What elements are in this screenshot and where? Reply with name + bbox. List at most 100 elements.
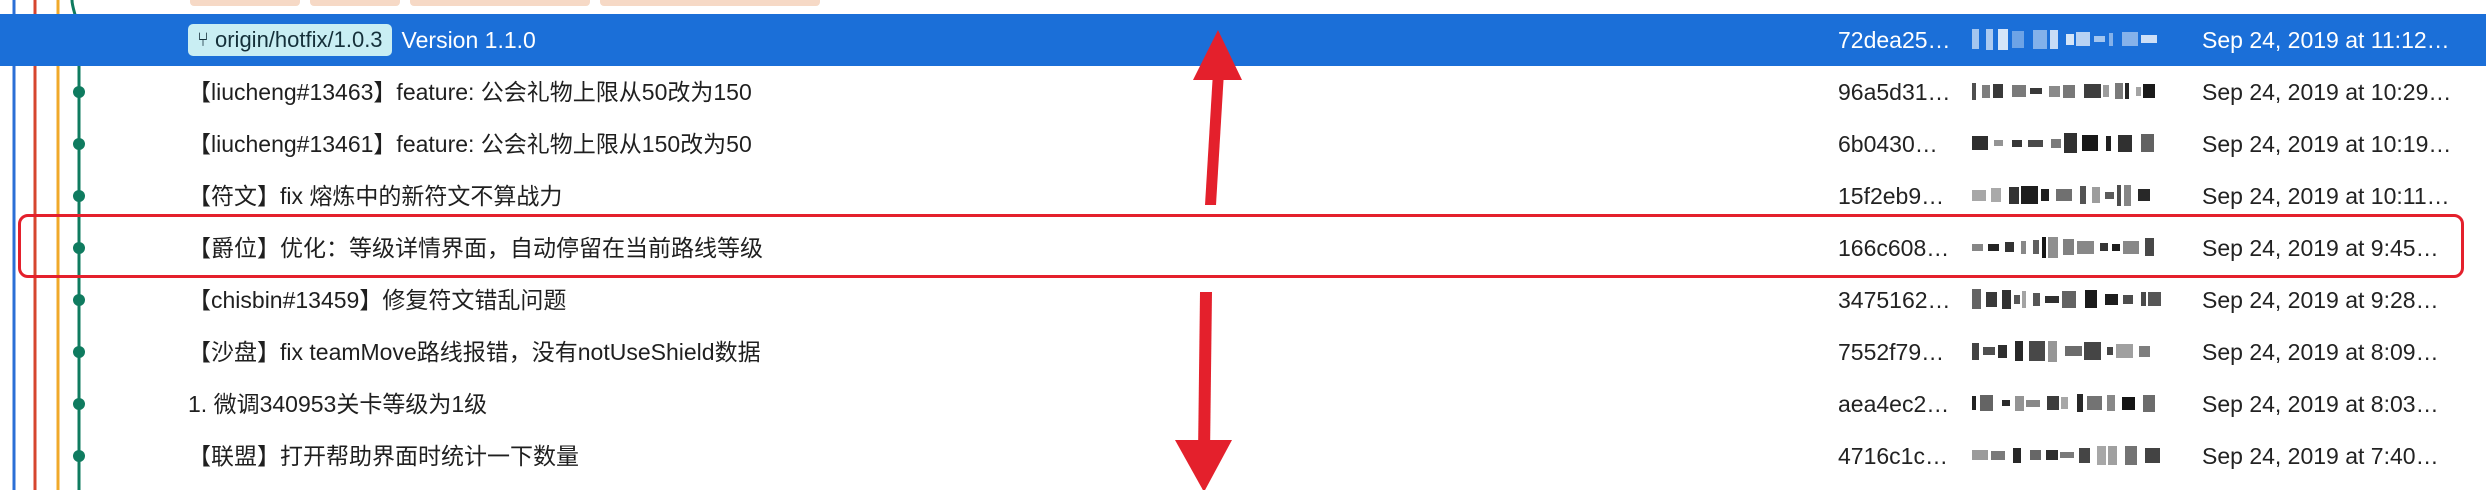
redaction-block bbox=[2002, 400, 2010, 406]
commit-date: Sep 24, 2019 at 8:09… bbox=[2202, 339, 2439, 365]
graph-node bbox=[73, 450, 85, 462]
redaction-block bbox=[2123, 294, 2133, 304]
redaction-block bbox=[1972, 243, 1983, 251]
redaction-block bbox=[2061, 397, 2068, 409]
commit-subject: 【liucheng#13461】feature: 公会礼物上限从150改为50 bbox=[188, 118, 752, 170]
redaction-block bbox=[2028, 139, 2043, 147]
redaction-block bbox=[2022, 290, 2026, 308]
commit-date: Sep 24, 2019 at 10:11… bbox=[2202, 183, 2450, 209]
commit-hash: 6b0430… bbox=[1838, 131, 1938, 157]
redaction-block bbox=[2125, 83, 2129, 99]
redaction-block bbox=[2026, 399, 2040, 407]
commit-hash: 166c608… bbox=[1838, 235, 1950, 261]
redaction-block bbox=[2048, 236, 2058, 258]
commit-row[interactable]: ⑂ origin/hotfix/1.0.3 Version 1.1.0 72dea25… bbox=[0, 14, 2486, 66]
author-redacted bbox=[1972, 28, 2162, 52]
redaction-block bbox=[2015, 341, 2023, 361]
redaction-block bbox=[2148, 292, 2161, 306]
branch-chip-partial bbox=[600, 0, 820, 6]
redaction-block bbox=[1972, 189, 1986, 201]
graph-node bbox=[73, 346, 85, 358]
commit-row[interactable]: 【liucheng#13461】feature: 公会礼物上限从150改为50 6… bbox=[0, 118, 2486, 170]
commit-message: 【chisbin#13459】修复符文错乱问题 bbox=[188, 287, 567, 313]
redaction-block bbox=[2124, 184, 2131, 206]
branch-tag-label: origin/hotfix/1.0.3 bbox=[215, 27, 383, 52]
commit-message: 【爵位】优化：等级详情界面，自动停留在当前路线等级 bbox=[188, 235, 763, 261]
redaction-block bbox=[1991, 188, 2001, 202]
graph-node bbox=[73, 190, 85, 202]
redaction-block bbox=[2117, 184, 2121, 206]
commit-list: ⑂ origin/hotfix/1.0.3 Version 1.1.0 72dea25… bbox=[0, 14, 2486, 482]
redaction-block bbox=[1988, 243, 1999, 251]
redaction-block bbox=[1972, 450, 1988, 460]
commit-row[interactable]: 【沙盘】fix teamMove路线报错，没有notUseShield数据 755… bbox=[0, 326, 2486, 378]
redaction-block bbox=[1972, 396, 1976, 410]
branch-tag[interactable]: ⑂ origin/hotfix/1.0.3 bbox=[188, 24, 392, 56]
redaction-block bbox=[2050, 29, 2058, 49]
commit-subject: 【符文】fix 熔炼中的新符文不算战力 bbox=[188, 170, 562, 222]
git-branch-icon: ⑂ bbox=[197, 29, 209, 51]
redaction-block bbox=[2143, 394, 2155, 412]
branch-chip-partial bbox=[410, 0, 590, 6]
redaction-block bbox=[2056, 189, 2072, 201]
commit-subject: 【chisbin#13459】修复符文错乱问题 bbox=[188, 274, 566, 326]
redaction-block bbox=[2145, 238, 2154, 256]
redaction-block bbox=[1994, 140, 2003, 146]
commit-date: Sep 24, 2019 at 7:40… bbox=[2202, 443, 2439, 469]
redaction-block bbox=[2123, 240, 2139, 254]
redaction-block bbox=[2047, 396, 2059, 410]
author-redacted bbox=[1972, 132, 2162, 156]
commit-date: Sep 24, 2019 at 10:29… bbox=[2202, 79, 2452, 105]
commit-hash: 72dea25… bbox=[1838, 27, 1951, 53]
commit-date: Sep 24, 2019 at 11:12… bbox=[2202, 27, 2450, 53]
redaction-block bbox=[2012, 85, 2026, 97]
commit-date: Sep 24, 2019 at 10:19… bbox=[2202, 131, 2452, 157]
graph-node bbox=[73, 242, 85, 254]
redaction-block bbox=[2033, 292, 2040, 306]
redaction-block bbox=[2122, 32, 2138, 46]
redaction-block bbox=[1998, 28, 2008, 50]
redaction-block bbox=[2012, 139, 2022, 147]
redaction-block bbox=[2084, 84, 2101, 98]
graph-node bbox=[73, 86, 85, 98]
redaction-block bbox=[2030, 88, 2042, 94]
redaction-block bbox=[2118, 134, 2132, 152]
commit-hash: 96a5d31… bbox=[1838, 79, 1951, 105]
redaction-block bbox=[2033, 240, 2039, 254]
redaction-block bbox=[2029, 341, 2045, 361]
redaction-block bbox=[2084, 342, 2101, 360]
redaction-block bbox=[2060, 452, 2074, 458]
redaction-block bbox=[2103, 85, 2109, 97]
commit-date: Sep 24, 2019 at 8:03… bbox=[2202, 391, 2439, 417]
redaction-block bbox=[2115, 83, 2123, 99]
commit-message: 【liucheng#13461】feature: 公会礼物上限从150改为50 bbox=[188, 131, 752, 157]
redaction-block bbox=[2048, 340, 2057, 362]
commit-hash: 7552f79… bbox=[1838, 339, 1945, 365]
redaction-block bbox=[2087, 396, 2102, 410]
redaction-block bbox=[2012, 30, 2024, 48]
redaction-block bbox=[2105, 293, 2118, 305]
redaction-block bbox=[2065, 346, 2082, 356]
commit-message: 【符文】fix 熔炼中的新符文不算战力 bbox=[188, 183, 563, 209]
redaction-block bbox=[2064, 133, 2077, 153]
redaction-block bbox=[2138, 189, 2150, 201]
redaction-block bbox=[2107, 347, 2113, 355]
redaction-block bbox=[1972, 342, 1979, 360]
redaction-block bbox=[2014, 294, 2020, 304]
graph-node bbox=[73, 398, 85, 410]
commit-message: 【沙盘】fix teamMove路线报错，没有notUseShield数据 bbox=[188, 339, 761, 365]
redaction-block bbox=[2108, 445, 2117, 465]
commit-message: Version 1.1.0 bbox=[401, 27, 536, 53]
redaction-block bbox=[1983, 347, 1995, 355]
commit-message: 【联盟】打开帮助界面时统计一下数量 bbox=[188, 443, 579, 469]
redaction-block bbox=[2062, 290, 2076, 308]
redaction-block bbox=[2105, 191, 2114, 199]
commit-subject: 【爵位】优化：等级详情界面，自动停留在当前路线等级 bbox=[188, 222, 763, 274]
commit-subject: 1. 微调340953关卡等级为1级 bbox=[188, 378, 487, 430]
